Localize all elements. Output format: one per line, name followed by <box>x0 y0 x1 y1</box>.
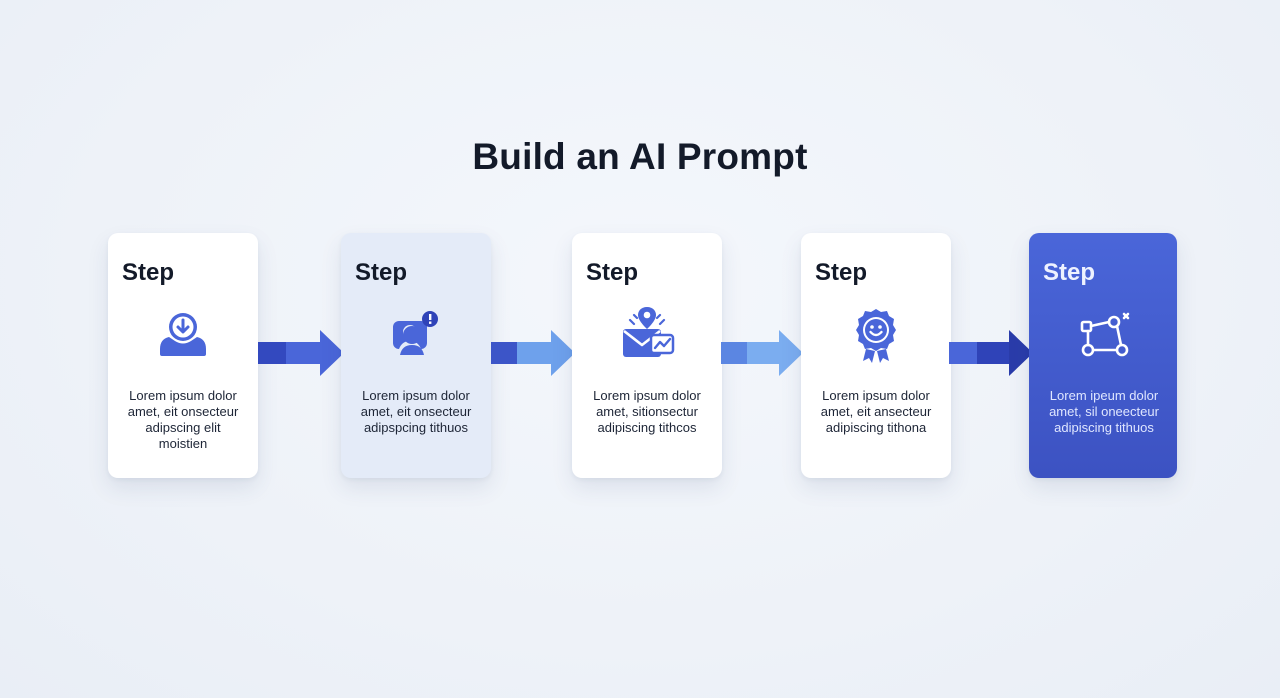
network-nodes-icon <box>1080 312 1130 357</box>
arrow-connector-3 <box>721 330 803 376</box>
step-description: Lorem ipsum dolor amet, sitionsectur adi… <box>593 388 701 435</box>
step-card-4: Step Lorem ipsum dolor amet, eit ansecte… <box>801 233 951 478</box>
user-notification-icon <box>393 311 438 355</box>
step-title: Step <box>355 259 408 286</box>
step-title: Step <box>1043 259 1096 286</box>
page-title: Build an AI Prompt <box>472 136 808 177</box>
step-title: Step <box>815 259 868 286</box>
step-description: Lorem ipsum dolor amet, eit ansecteur ad… <box>820 388 932 435</box>
smile-badge-icon <box>856 309 896 363</box>
download-user-icon <box>160 313 206 356</box>
step-title: Step <box>122 259 175 286</box>
step-title: Step <box>586 259 639 286</box>
step-description: Lorem ipsum dolor amet, eit onsecteur ad… <box>360 388 472 435</box>
step-card-3: Step Lorem ipsum dolor amet, sitionsectu… <box>572 233 722 478</box>
step-card-1: Step Lorem ipsum dolor amet, eit onsecte… <box>108 233 258 478</box>
step-card-2: Step Lorem ipsum dolor amet, eit onsecte… <box>341 233 491 478</box>
arrow-connector-2 <box>491 330 575 376</box>
step-description: Lorem ipeum dolor amet, sil oneecteur ad… <box>1049 388 1159 435</box>
arrow-connector-1 <box>258 330 344 376</box>
location-envelope-chart-icon <box>623 307 675 357</box>
arrow-connector-4 <box>949 330 1033 376</box>
step-card-5: Step Lorem ipeum dolor amet, sil oneecte… <box>1029 233 1177 478</box>
step-description: Lorem ipsum dolor amet, eit onsecteur ad… <box>127 388 239 451</box>
